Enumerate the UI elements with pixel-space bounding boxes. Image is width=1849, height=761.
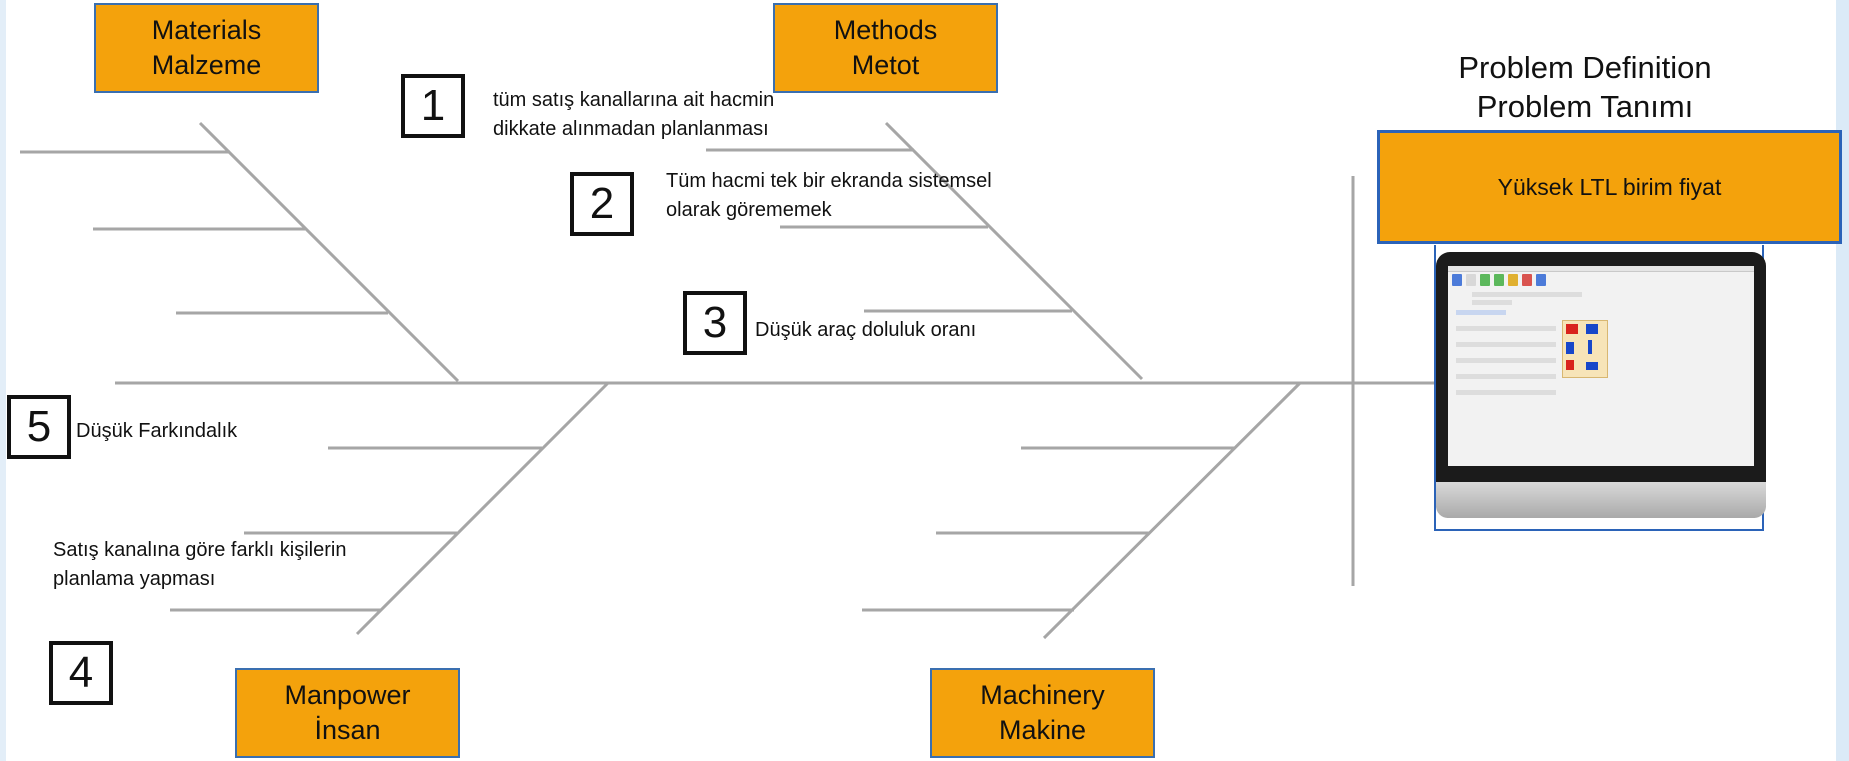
screen-tool-icon: [1452, 274, 1462, 286]
monitor-screenshot: [1448, 266, 1754, 466]
cause-1-text: tüm satış kanallarına ait hacmin dikkate…: [493, 86, 774, 144]
screen-red-mark: [1566, 324, 1578, 334]
cause-5-number: 5: [7, 395, 71, 459]
left-edge-strip: [0, 0, 6, 761]
screen-field: [1456, 342, 1556, 347]
category-materials: Materials Malzeme: [94, 3, 319, 93]
screen-blue-mark: [1588, 340, 1592, 354]
category-manpower-tr: İnsan: [314, 715, 381, 745]
cause-5-line-1: Düşük Farkındalık: [76, 420, 238, 442]
screen-field: [1456, 390, 1556, 395]
screen-field: [1456, 310, 1506, 315]
category-machinery-tr: Makine: [998, 715, 1087, 745]
category-materials-tr: Malzeme: [151, 50, 262, 80]
screen-field: [1472, 292, 1582, 297]
screen-field: [1472, 300, 1512, 305]
category-methods-tr: Metot: [851, 50, 920, 80]
cause-1-line-1: tüm satış kanallarına ait hacmin: [493, 89, 775, 111]
category-materials-en: Materials: [151, 15, 262, 45]
screen-tool-icon: [1522, 274, 1532, 286]
monitor-chin: [1436, 482, 1766, 518]
problem-title-en: Problem Definition: [1458, 50, 1712, 85]
cause-3-number: 3: [683, 291, 747, 355]
cause-4-line-1: Satış kanalına göre farklı kişilerin: [53, 539, 347, 561]
screen-tool-icon: [1508, 274, 1518, 286]
category-machinery: Machinery Makine: [930, 668, 1155, 758]
cause-3-text: Düşük araç doluluk oranı: [755, 316, 976, 345]
screen-titlebar: [1448, 266, 1754, 272]
screen-blue-mark: [1586, 362, 1598, 370]
screen-tool-icon: [1466, 274, 1476, 286]
cause-1-line-2: dikkate alınmadan planlanması: [493, 118, 769, 140]
problem-statement: Yüksek LTL birim fiyat: [1377, 130, 1842, 244]
screen-blue-mark: [1586, 324, 1598, 334]
manpower-bone: [355, 381, 610, 636]
cause-1-number: 1: [401, 74, 465, 138]
screen-red-mark: [1566, 360, 1574, 370]
screen-field: [1456, 374, 1556, 379]
problem-title-tr: Problem Tanımı: [1476, 89, 1694, 124]
screen-tool-icon: [1536, 274, 1546, 286]
materials-bone: [198, 121, 460, 383]
cause-4-number: 4: [49, 641, 113, 705]
screen-tool-icon: [1494, 274, 1504, 286]
category-machinery-en: Machinery: [980, 680, 1105, 710]
category-manpower-en: Manpower: [284, 680, 411, 710]
screen-field: [1456, 358, 1556, 363]
cause-5-text: Düşük Farkındalık: [76, 417, 237, 446]
category-methods-en: Methods: [833, 15, 938, 45]
cause-2-number: 2: [570, 172, 634, 236]
category-manpower: Manpower İnsan: [235, 668, 460, 758]
problem-title: Problem Definition Problem Tanımı: [1410, 48, 1760, 126]
screen-blue-mark: [1566, 342, 1574, 354]
cause-2-line-1: Tüm hacmi tek bir ekranda sistemsel: [666, 170, 992, 192]
screen-tool-icon: [1480, 274, 1490, 286]
screen-field: [1456, 326, 1556, 331]
cause-4-text: Satış kanalına göre farklı kişilerin pla…: [53, 536, 346, 594]
cause-2-text: Tüm hacmi tek bir ekranda sistemsel olar…: [666, 167, 992, 225]
cause-3-line-1: Düşük araç doluluk oranı: [755, 319, 977, 341]
methods-bone: [884, 121, 1144, 381]
cause-4-line-2: planlama yapması: [53, 568, 216, 590]
cause-2-line-2: olarak görememek: [666, 199, 832, 221]
machinery-bone: [1042, 381, 1302, 640]
screen-toolbar: [1448, 272, 1754, 292]
category-methods: Methods Metot: [773, 3, 998, 93]
